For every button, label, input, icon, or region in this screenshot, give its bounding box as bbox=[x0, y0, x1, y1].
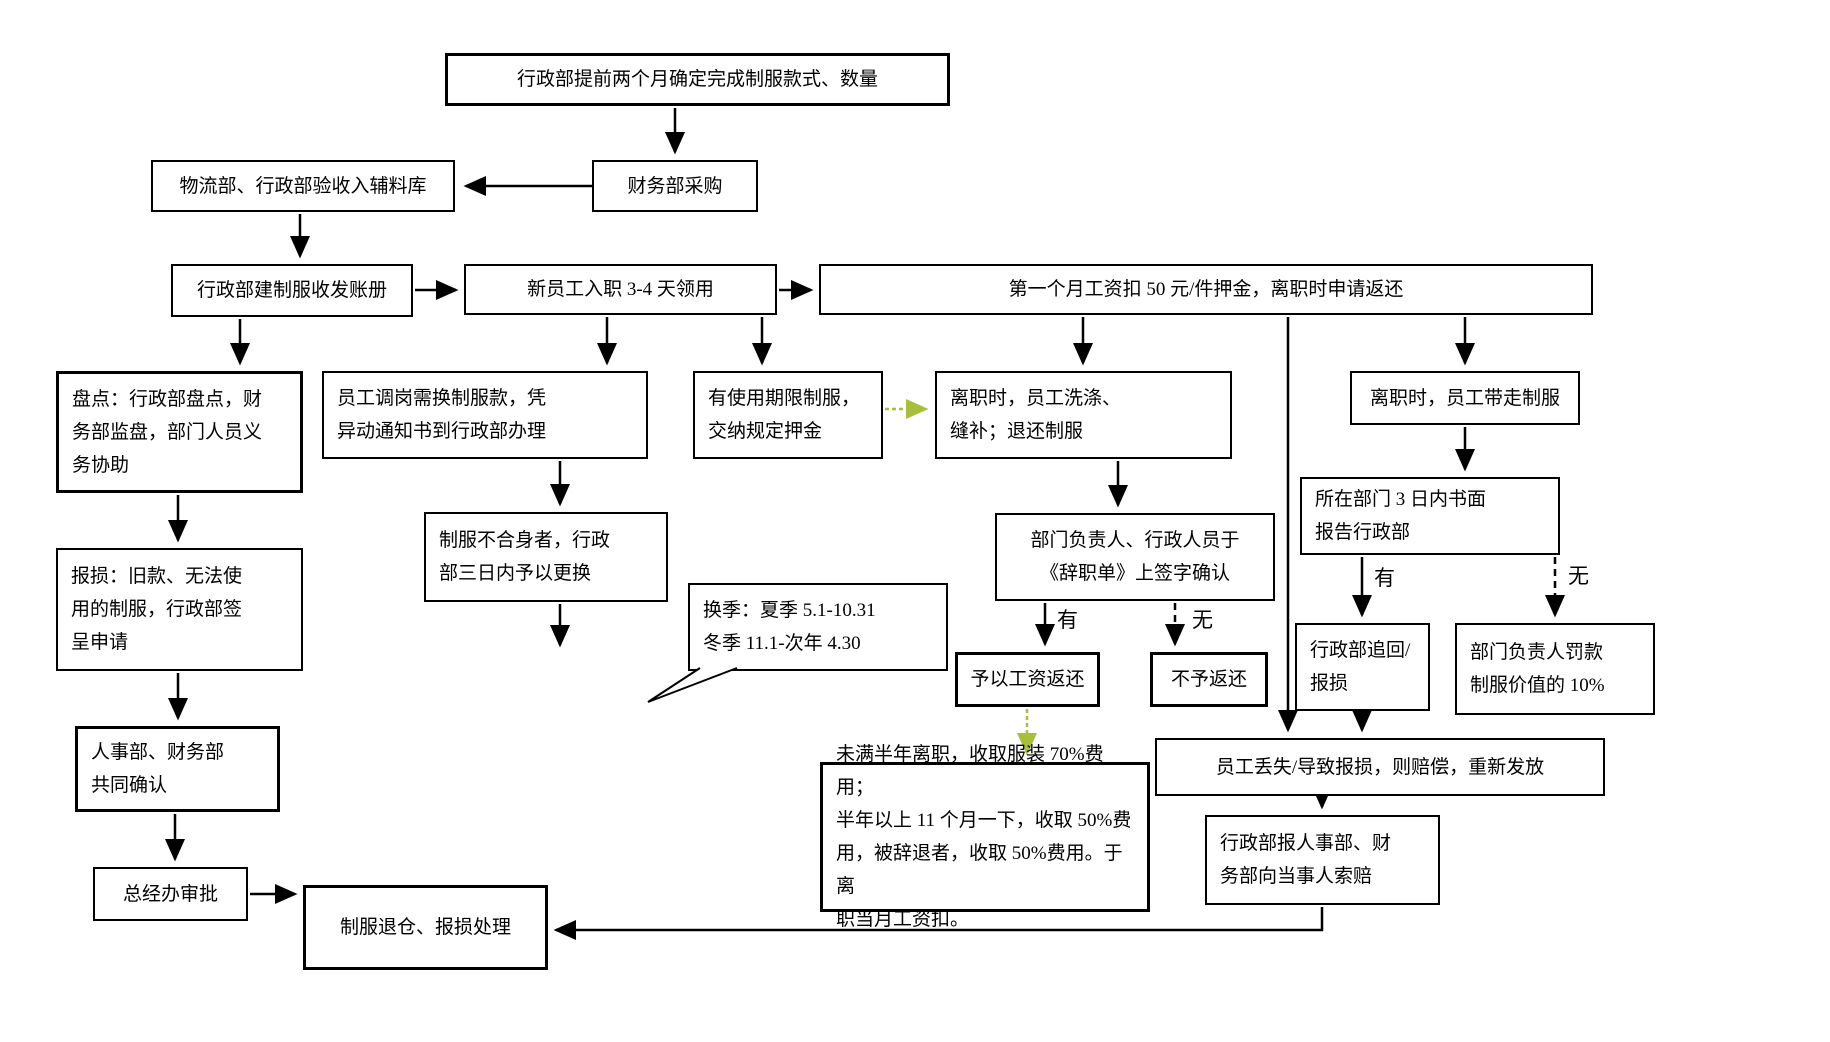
season-callout-tail bbox=[647, 667, 738, 703]
box-refund-deposit: 予以工资返还 bbox=[955, 652, 1100, 707]
box-determine-uniform-plan: 行政部提前两个月确定完成制服款式、数量 bbox=[445, 53, 950, 106]
box-uniform-retire-handle: 制服退仓、报损处理 bbox=[303, 885, 548, 970]
box-inventory-check: 盘点：行政部盘点，财 务部监盘，部门人员义 务协助 bbox=[56, 371, 303, 493]
box-logistics-receive: 物流部、行政部验收入辅料库 bbox=[151, 160, 455, 212]
box-term-limited-uniform: 有使用期限制服， 交纳规定押金 bbox=[693, 371, 883, 459]
box-admin-recover: 行政部追回/ 报损 bbox=[1295, 623, 1430, 711]
box-finance-purchase: 财务部采购 bbox=[592, 160, 758, 212]
box-damage-report-apply: 报损：旧款、无法使 用的制服，行政部签 呈申请 bbox=[56, 548, 303, 671]
box-lost-damage-compensate: 员工丢失/导致报损，则赔偿，重新发放 bbox=[1155, 738, 1605, 796]
box-transfer-change-uniform: 员工调岗需换制服款，凭 异动通知书到行政部办理 bbox=[322, 371, 648, 459]
label-report-no: 无 bbox=[1568, 564, 1589, 588]
box-admin-ledger: 行政部建制服收发账册 bbox=[171, 264, 413, 317]
box-resignation-sign-confirm: 部门负责人、行政人员于 《辞职单》上签字确认 bbox=[995, 513, 1275, 601]
box-salary-deposit: 第一个月工资扣 50 元/件押金，离职时申请返还 bbox=[819, 264, 1593, 315]
box-new-employee-issue: 新员工入职 3-4 天领用 bbox=[464, 264, 777, 315]
box-takeaway-uniform: 离职时，员工带走制服 bbox=[1350, 371, 1580, 425]
label-report-yes: 有 bbox=[1374, 566, 1395, 590]
box-gm-office-approve: 总经办审批 bbox=[93, 867, 248, 921]
callout-season-change-note: 换季：夏季 5.1-10.31 冬季 11.1-次年 4.30 bbox=[688, 583, 948, 671]
box-wash-return-uniform: 离职时，员工洗涤、 缝补；退还制服 bbox=[935, 371, 1232, 459]
box-admin-claim-compensation: 行政部报人事部、财 务部向当事人索赔 bbox=[1205, 815, 1440, 905]
box-leaving-fee-rules: 未满半年离职，收取服装 70%费用； 半年以上 11 个月一下，收取 50%费 … bbox=[820, 744, 1150, 930]
label-sign-no: 无 bbox=[1192, 608, 1213, 632]
box-hr-finance-joint-confirm: 人事部、财务部 共同确认 bbox=[75, 726, 280, 812]
box-report-within-3-days: 所在部门 3 日内书面 报告行政部 bbox=[1300, 477, 1560, 555]
box-manager-fine-10pct: 部门负责人罚款 制服价值的 10% bbox=[1455, 623, 1655, 715]
box-no-refund: 不予返还 bbox=[1150, 652, 1268, 707]
box-unfit-uniform-exchange: 制服不合身者，行政 部三日内予以更换 bbox=[424, 512, 668, 602]
label-sign-yes: 有 bbox=[1057, 608, 1078, 632]
